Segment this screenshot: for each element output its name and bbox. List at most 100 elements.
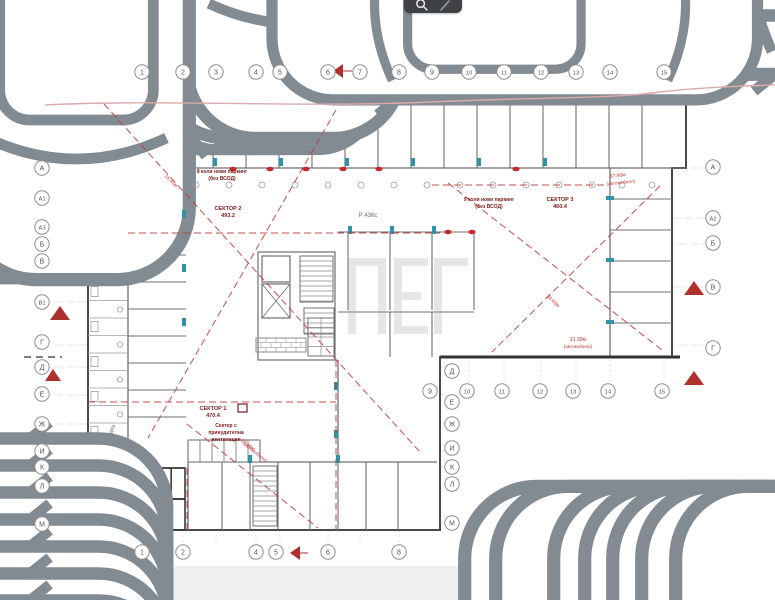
dim-top-right: 37.90м [610,172,627,180]
label-sector2: СЕКТОР 2 [215,206,242,212]
grid-bubble-8 [391,64,407,80]
label-sector1: СЕКТОР 1 [200,406,227,412]
dimension-line [491,185,661,353]
grid-bubble-Д [444,363,460,379]
strip-fixture [117,306,124,313]
dimension-line [447,182,663,351]
grid-bubble-2 [175,64,191,80]
dimension-line [186,423,319,529]
watermark [394,258,428,334]
door-marker [432,226,436,234]
grid-bubble-Б [34,236,50,252]
grid-bubble-11 [494,383,510,399]
elevator [261,283,291,319]
stall-number-circle [258,181,266,189]
grid-bubble-label: 15 [661,70,667,76]
grid-bubble-label: 11 [499,389,505,395]
dimension-line [147,109,337,439]
grid-bubble-label: 11 [501,70,507,76]
grid-bubble-15 [654,383,670,399]
zoom-tool-button[interactable] [413,0,431,13]
stall-number-circle [324,181,332,189]
red-door-indicator [339,166,347,172]
dim-top-right-sub: (автомобили) [606,178,636,186]
grid-bubble-label: 14 [605,389,612,395]
grid-bubble-4 [248,64,264,80]
grid-bubble-7 [352,64,368,80]
grid-bubble-label: 2 [181,69,185,76]
label-sector3: СЕКТОР 3 [547,197,574,203]
grid-bubble-label: И [39,448,44,455]
label-sector1-area: 470.4 [206,413,221,419]
grid-bubble-В [705,279,721,295]
grid-bubble-label: 7 [358,69,362,76]
grid-bubble-12 [533,64,549,80]
grid-bubble-label: М [449,520,455,527]
grid-bubble-10 [459,383,475,399]
grid-bubble-label: Е [450,399,455,406]
strip-fixture [90,356,99,367]
grid-bubble-Е [444,394,460,410]
grid-bubble-label: 3 [214,69,218,76]
grid-bubble-13 [565,383,581,399]
car [0,0,207,281]
label-parking-count: Р 436с [359,213,378,219]
note-vent-1: Сектор с [215,423,237,429]
grid-bubble-12 [532,383,548,399]
grid-bubble-А2 [705,210,721,226]
section-marker [290,546,300,560]
grid-bubble-label: А3 [38,225,45,231]
grid-bubble-А1 [34,190,50,206]
grid-bubble-label: Ж [449,421,456,428]
red-door-indicator [266,166,274,172]
grid-bubble-Б [705,235,721,251]
stall-number-circle [648,181,656,189]
stall-number-circle [423,181,431,189]
door-marker [345,158,349,166]
stall-number-circle [357,181,365,189]
grid-bubble-8 [391,544,407,560]
grid-bubble-label: 2 [181,549,185,556]
grid-bubble-label: 9 [430,69,434,76]
door-marker [606,320,614,324]
section-marker [684,281,704,295]
grid-bubble-А3 [34,219,50,235]
red-door-indicator [444,229,452,235]
door-marker [182,264,186,272]
grid-bubble-3 [208,64,224,80]
grid-bubble-label: Д [450,368,455,375]
grid-bubble-6 [320,64,336,80]
door-marker [606,258,614,262]
grid-bubble-label: Б [711,240,716,247]
door-marker [213,158,217,166]
grid-bubble-Д [34,359,50,375]
note-vent-2: принудителна [208,430,243,436]
grid-bubble-label: 10 [464,389,470,395]
grid-bubble-М [34,516,50,532]
grid-bubble-label: В [711,284,716,291]
grid-bubble-label: 4 [254,549,258,556]
grid-bubble-Г [705,340,721,356]
grid-bubble-14 [602,64,618,80]
door-marker [248,455,252,463]
grid-bubble-Е [34,386,50,402]
grid-bubble-1 [134,64,150,80]
pen-tool-button[interactable] [437,0,453,13]
grid-bubble-9 [422,383,438,399]
door-marker [182,210,186,218]
grid-bubble-label: М [39,521,45,528]
grid-bubble-label: В [40,258,45,265]
grid-bubble-label: Д [40,364,45,371]
door-marker [390,226,394,234]
grid-bubble-label: 1 [140,549,144,556]
room-wall [257,251,336,361]
grid-bubble-label: 6 [326,549,330,556]
note-sector2-cars: 8 коли нови паркинг [197,169,247,175]
grid-bubble-label: А1 [38,196,45,202]
grid-bubble-Л [444,476,460,492]
door-marker [336,455,340,463]
revision-line [44,84,775,106]
grid-bubble-И [34,443,50,459]
stall-number-circle [618,181,626,189]
